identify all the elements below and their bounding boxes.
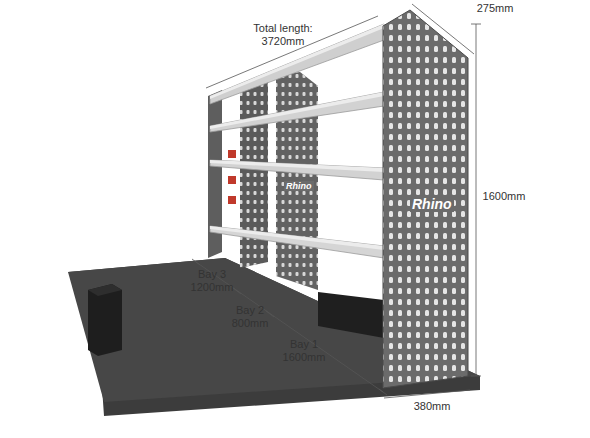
dimension-lines	[192, 4, 481, 398]
wheel-arch	[88, 284, 122, 356]
dimension-label: 1600mm	[480, 190, 528, 203]
dimension-label: 380mm	[408, 400, 456, 413]
bay-label: Bay 2 800mm	[228, 304, 272, 330]
divider-panels	[240, 72, 318, 290]
bay-label: Bay 3 1200mm	[190, 268, 234, 294]
dimension-label: 275mm	[472, 2, 518, 15]
brand-logo: Rhino	[410, 196, 454, 212]
front-end-panel	[383, 10, 468, 388]
floor-box	[318, 292, 384, 338]
dimension-label: Total length: 3720mm	[238, 22, 328, 48]
red-tags	[228, 150, 236, 204]
wheel-arch-top	[88, 284, 122, 296]
bay-label: Bay 1 1600mm	[282, 338, 326, 364]
brand-logo: Rhino	[284, 181, 314, 191]
shelves	[210, 24, 384, 258]
